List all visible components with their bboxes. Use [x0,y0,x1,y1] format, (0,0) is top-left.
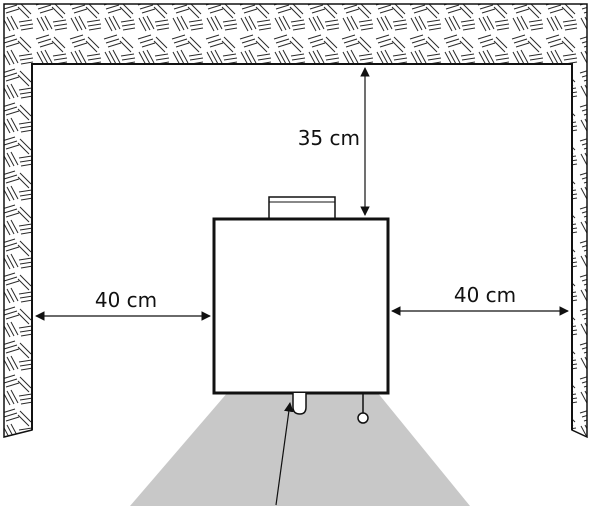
floor-shadow [130,392,470,506]
right-clearance-label: 40 cm [454,283,516,307]
left-clearance-label: 40 cm [95,288,157,312]
wall-inner-outline [31,63,573,430]
top-clearance-label: 35 cm [298,126,360,150]
callout-pointer-line [275,402,294,506]
heater-flue-cap [268,196,336,220]
heater-valve-knob [357,412,369,424]
heater-body [212,217,390,395]
heater-outlet-pipe [292,393,307,415]
